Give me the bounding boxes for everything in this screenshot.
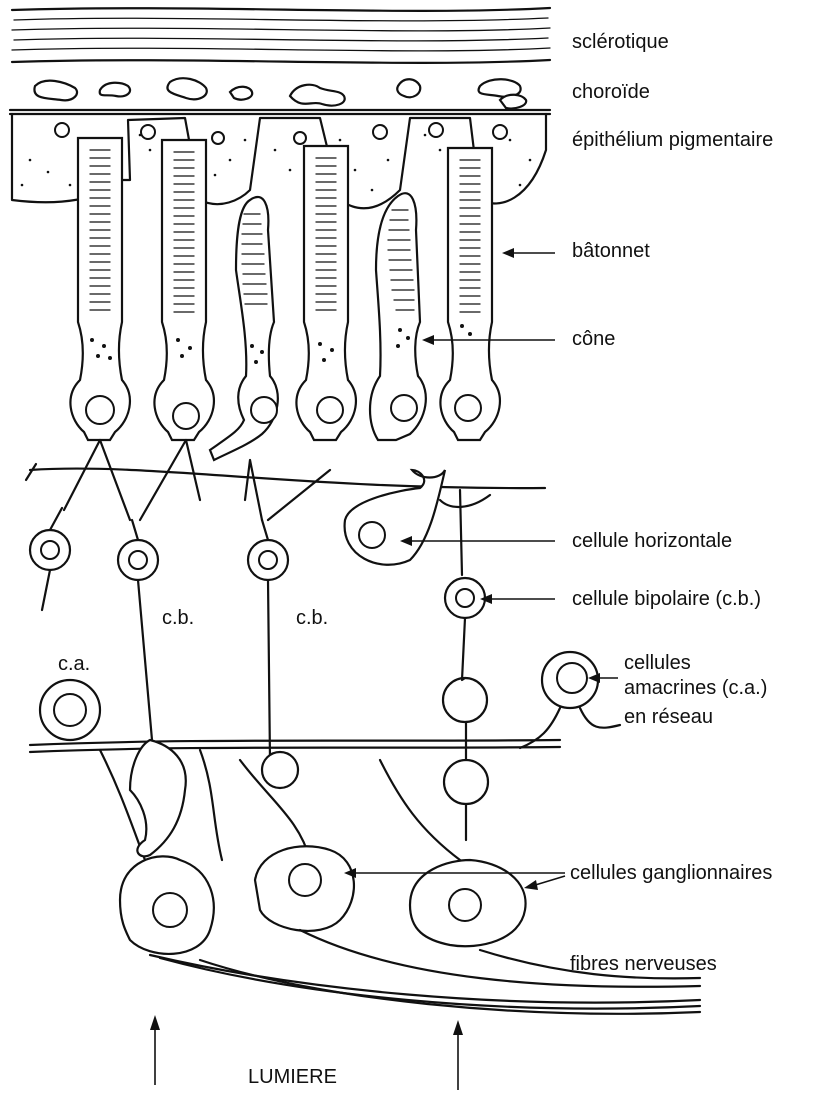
label-choroide: choroïde [572, 81, 650, 103]
sclera-layer [12, 8, 550, 63]
label-amacrines-line3: en réseau [624, 706, 713, 728]
label-cellule-bipolaire: cellule bipolaire (c.b.) [572, 588, 761, 610]
photoreceptors [70, 138, 499, 460]
label-lumiere: LUMIERE [248, 1066, 337, 1088]
label-batonnet: bâtonnet [572, 240, 650, 262]
label-cone: cône [572, 328, 615, 350]
label-ca: c.a. [58, 653, 90, 675]
neural-layers [26, 440, 700, 1014]
label-amacrines-line2: amacrines (c.a.) [624, 677, 767, 699]
choroid-layer [34, 78, 526, 108]
label-amacrines-line1: cellules [624, 652, 691, 674]
label-fibres-nerveuses: fibres nerveuses [570, 953, 717, 975]
label-cellules-ganglionnaires: cellules ganglionnaires [570, 862, 772, 884]
label-cellule-horizontale: cellule horizontale [572, 530, 732, 552]
label-sclerotique: sclérotique [572, 31, 669, 53]
label-epithelium: épithélium pigmentaire [572, 129, 773, 151]
label-cb-right: c.b. [296, 607, 328, 629]
label-cb-left: c.b. [162, 607, 194, 629]
